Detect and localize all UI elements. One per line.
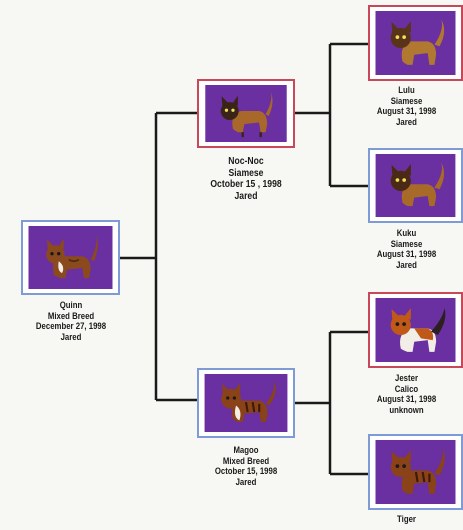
cat-breed: Calico (394, 383, 419, 395)
cat-owner: unknown (389, 404, 424, 416)
cat-breed: Siamese (228, 166, 264, 179)
cat-name: Noc-Noc (228, 155, 264, 167)
cat-breed: Mixed Breed (222, 455, 270, 467)
connector-quinn-parents (120, 111, 197, 402)
cat-birthdate: August 31, 1998 (376, 106, 437, 117)
cat-caption-kuku: Kuku Siamese August 31, 1998 Jared (350, 228, 463, 271)
cat-birthdate: October 15, 1998 (214, 466, 278, 477)
cat-name: Magoo (233, 445, 259, 456)
cat-caption-magoo: Magoo Mixed Breed October 15, 1998 Jared (181, 445, 311, 488)
cat-photo-lulu[interactable] (368, 5, 463, 81)
cat-breed: Siamese (390, 238, 423, 250)
cat-caption-quinn: Quinn Mixed Breed December 27, 1998 Jare… (6, 300, 136, 343)
cat-breed: Mixed Breed (47, 310, 95, 322)
cat-image-kuku (375, 154, 456, 217)
cat-name: Jester (395, 373, 418, 384)
cat-caption-nocnoc: Noc-Noc Siamese October 15 , 1998 Jared (181, 155, 311, 202)
cat-owner: Jared (234, 189, 258, 202)
cat-birthdate: October 15 , 1998 (210, 178, 282, 190)
cat-photo-tiger[interactable] (368, 434, 463, 510)
cat-owner: Jared (235, 476, 257, 488)
cat-name: Tiger (397, 514, 416, 525)
cat-photo-magoo[interactable] (197, 368, 295, 438)
cat-birthdate: December 27, 1998 (35, 321, 107, 332)
cat-image-nocnoc (205, 85, 287, 142)
cat-birthdate: August 31, 1998 (376, 394, 437, 405)
cat-photo-kuku[interactable] (368, 148, 463, 223)
cat-owner: Jared (396, 259, 417, 271)
cat-birthdate: August 31, 1998 (376, 249, 437, 260)
cat-image-lulu (375, 11, 456, 75)
cat-photo-jester[interactable] (368, 292, 463, 368)
cat-owner: Jared (60, 331, 82, 343)
cat-image-jester (375, 298, 456, 362)
cat-photo-quinn[interactable] (21, 220, 120, 295)
cat-owner: Jared (396, 116, 417, 128)
connector-magoo-parents (295, 330, 368, 476)
cat-name: Kuku (396, 228, 417, 239)
cat-caption-lulu: Lulu Siamese August 31, 1998 Jared (350, 85, 463, 128)
cat-image-magoo (204, 374, 288, 432)
cat-breed: Siamese (390, 95, 423, 107)
cat-caption-tiger: Tiger (350, 514, 463, 526)
cat-image-tiger (375, 440, 456, 504)
cat-photo-nocnoc[interactable] (197, 79, 295, 148)
cat-caption-jester: Jester Calico August 31, 1998 unknown (350, 373, 463, 416)
cat-image-quinn (28, 226, 113, 289)
cat-name: Quinn (59, 300, 83, 311)
connector-nocnoc-parents (295, 42, 368, 188)
cat-name: Lulu (398, 85, 415, 96)
